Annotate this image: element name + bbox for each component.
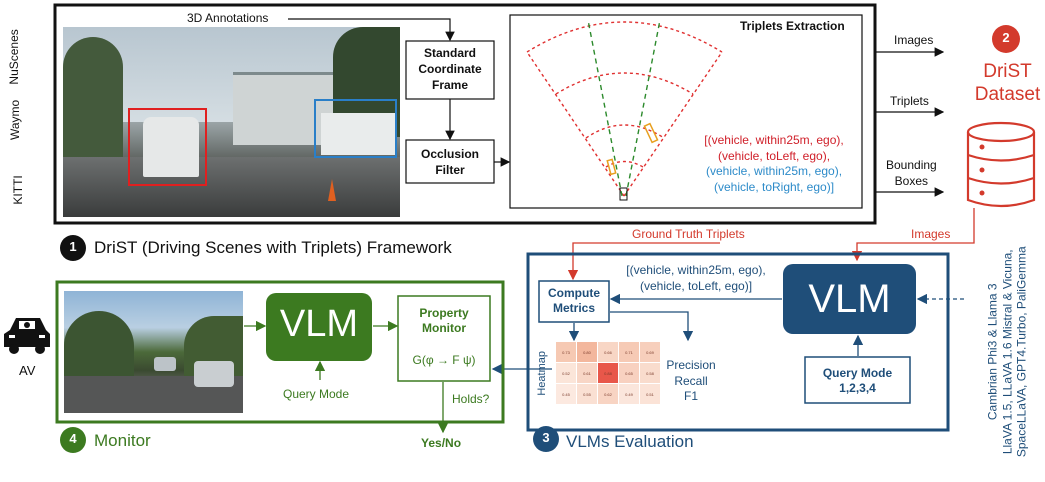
annotations-label: 3D Annotations (187, 11, 269, 25)
triplet-line: (vehicle, toLeft, ego), (717, 148, 831, 163)
monitor-vlm-box (266, 293, 372, 361)
heatmap-cell: 0.69 (640, 342, 660, 362)
heatmap-cell: 0.73 (556, 342, 576, 362)
triplets-extraction-title: Triplets Extraction (740, 19, 845, 33)
eval-vlm-label: VLM (808, 277, 891, 321)
result-label: Yes/No (421, 436, 462, 450)
label-kitti: KITTI (10, 175, 25, 205)
heatmap-cell: 0.88 (598, 363, 618, 383)
eval-vlm-box (783, 264, 916, 334)
fan-diagram (526, 19, 723, 201)
property-monitor-box (397, 295, 491, 382)
heatmap-cell: 0.58 (640, 363, 660, 383)
driving-scene-image (63, 27, 400, 217)
output-images-label: Images (894, 33, 934, 47)
heatmap-cell: 0.66 (598, 342, 618, 362)
heatmap-cell: 0.65 (619, 363, 639, 383)
heatmap-cell: 0.61 (577, 363, 597, 383)
triplets-list: [(vehicle, within25m, ego),(vehicle, toL… (693, 133, 855, 195)
framework-diagram (4, 3, 1036, 453)
heatmap-cell: 0.45 (556, 384, 576, 404)
ground-truth-label: Ground Truth Triplets (632, 227, 745, 241)
label-nuscenes: NuScenes (6, 29, 21, 85)
av-camera-image (64, 291, 243, 413)
query-mode-box (804, 356, 911, 404)
triplet-line: (vehicle, within25m, ego), (705, 164, 843, 178)
evaluation-panel (526, 252, 950, 432)
predicted-triplets: [(vehicle, within25m, ego),(vehicle, toL… (626, 263, 766, 293)
monitor-number: 4 (69, 431, 77, 446)
heatmap-cell: 0.52 (556, 363, 576, 383)
formula: G(φ → F ψ) (412, 353, 476, 367)
output-triplets-label: Triplets (890, 94, 929, 108)
images-link-label: Images (911, 227, 951, 241)
heatmap-cell: 0.55 (577, 384, 597, 404)
framework-number: 1 (69, 239, 77, 254)
monitor-title: Monitor (94, 431, 151, 450)
heatmap-cell: 0.49 (619, 384, 639, 404)
heatmap-cell: 0.51 (640, 384, 660, 404)
heatmap-cell: 0.62 (598, 384, 618, 404)
framework-panel (53, 3, 877, 225)
monitor-panel (55, 280, 505, 424)
label-waymo: Waymo (8, 99, 23, 141)
heatmap-label: Heatmap (536, 351, 548, 396)
framework-title: DriST (Driving Scenes with Triplets) Fra… (94, 238, 452, 257)
dataset-number: 2 (1002, 30, 1010, 45)
triplet-line: [(vehicle, within25m, ego), (704, 133, 844, 147)
car-icon (4, 318, 50, 354)
holds-label: Holds? (452, 392, 490, 406)
heatmap-cell: 0.71 (619, 342, 639, 362)
evaluation-number: 3 (542, 430, 550, 445)
dataset-number-circle (992, 25, 1020, 53)
evaluation-title: VLMs Evaluation (566, 432, 694, 451)
triplet-line: (vehicle, toRight, ego)] (713, 179, 835, 194)
heatmap-cell: 0.80 (577, 342, 597, 362)
label-av: AV (19, 363, 36, 378)
monitor-vlm-label: VLM (279, 303, 359, 345)
compute-metrics-box (538, 280, 610, 323)
triplets-extraction-box (509, 14, 863, 209)
monitor-query-mode: Query Mode (283, 387, 350, 401)
database-icon (966, 121, 1036, 208)
